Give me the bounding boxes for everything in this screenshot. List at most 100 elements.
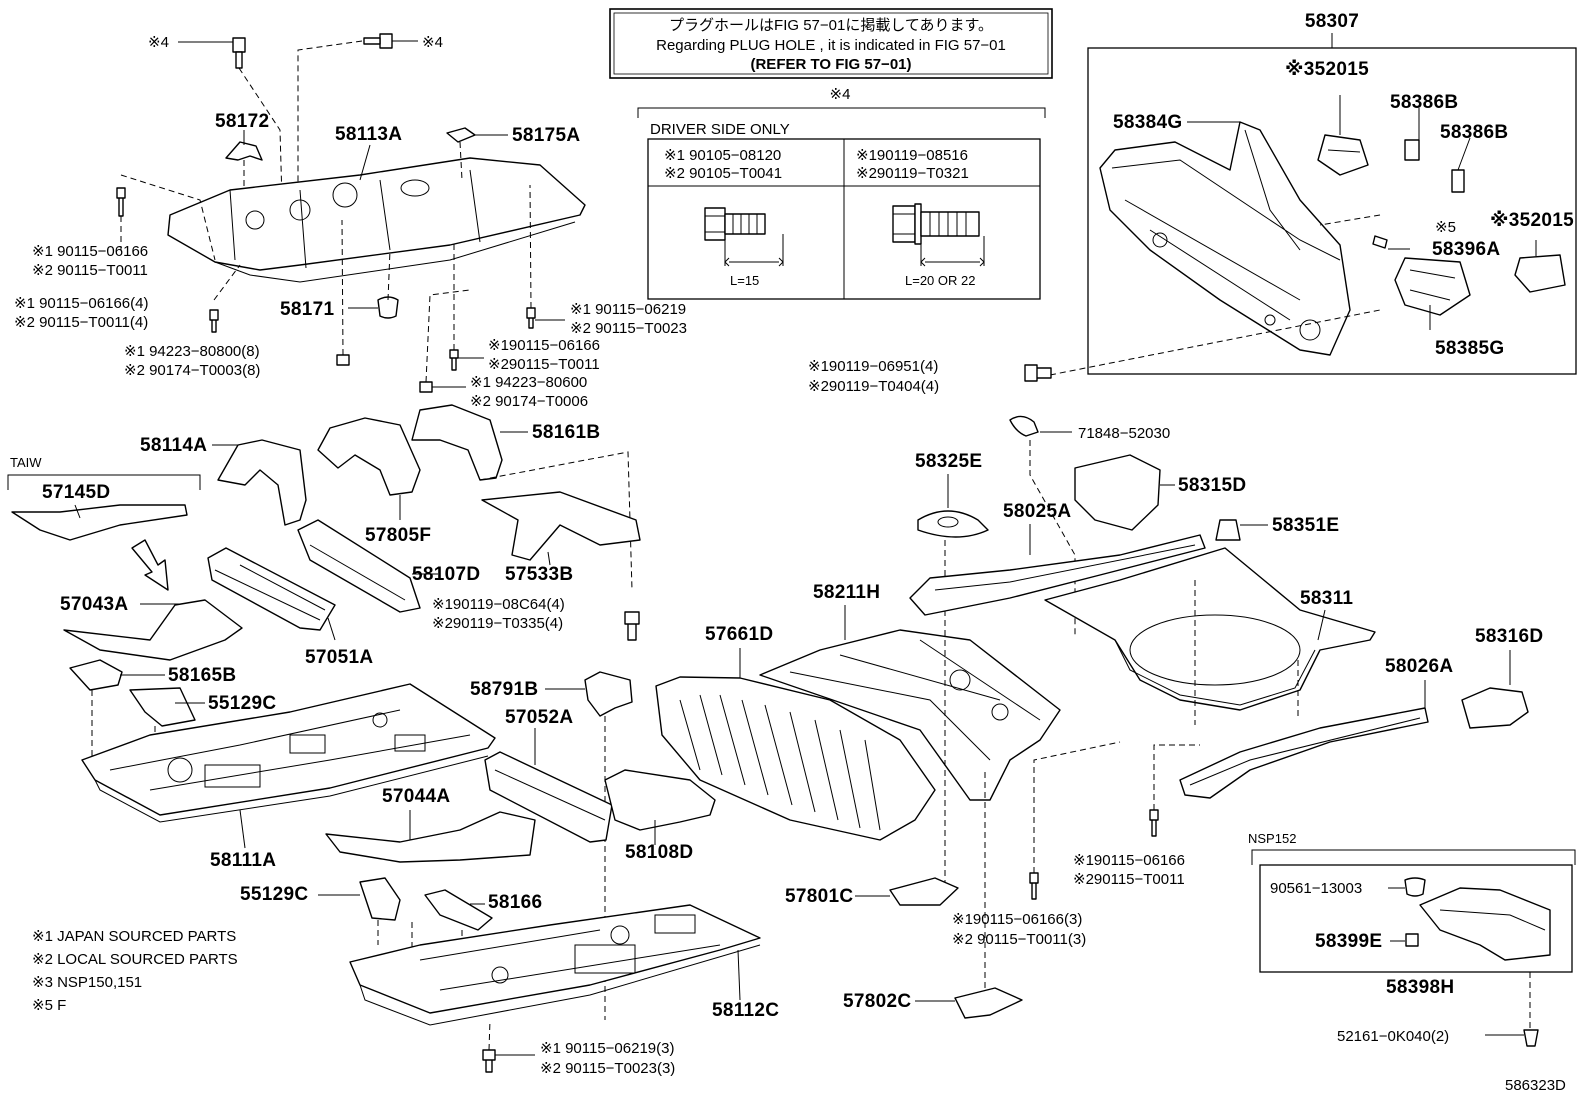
- seal-57533b: [481, 491, 641, 561]
- member-58107d: [297, 519, 421, 613]
- mark-4: ※4: [830, 86, 851, 103]
- driver-left-len: L=15: [730, 273, 759, 288]
- label-52015-b: ※352015: [1490, 210, 1574, 231]
- label-58112c: 58112C: [712, 1000, 779, 1021]
- panel-57043a: [63, 599, 243, 661]
- label-58025a: 58025A: [1003, 501, 1071, 522]
- svg-text:※290119−T0404(4): ※290119−T0404(4): [808, 378, 939, 395]
- svg-text:※1 90115−06166: ※1 90115−06166: [32, 243, 148, 260]
- figure-number: 586323D: [1505, 1077, 1566, 1094]
- svg-text:※1 94223−80600: ※1 94223−80600: [470, 374, 587, 391]
- driver-box-title: DRIVER SIDE ONLY: [650, 121, 790, 138]
- member-58025a: [909, 534, 1206, 616]
- label-58398h: 58398H: [1386, 977, 1454, 998]
- crossmember-57052a: [484, 751, 613, 843]
- svg-text:※190115−06166(3): ※190115−06166(3): [952, 911, 1082, 928]
- label-52161: 52161−0K040(2): [1337, 1028, 1449, 1045]
- legend-item: ※5 F: [32, 997, 66, 1014]
- legend-item: ※3 NSP150,151: [32, 974, 142, 991]
- panel-58211h: [759, 629, 1061, 801]
- label-58171: 58171: [280, 299, 334, 320]
- label-58325e: 58325E: [915, 451, 982, 472]
- bolt-icon: [892, 203, 985, 267]
- bolt-icon: [704, 207, 784, 267]
- pad-58325e: [917, 510, 989, 538]
- label-57533b: 57533B: [505, 564, 573, 585]
- label-57051a: 57051A: [305, 647, 373, 668]
- bracket-58114a: [217, 439, 307, 526]
- label-58108d: 58108D: [625, 842, 693, 863]
- label-58791b: 58791B: [470, 679, 538, 700]
- svg-text:※1 90115−06219: ※1 90115−06219: [570, 301, 686, 318]
- label-57052a: 57052A: [505, 707, 573, 728]
- label-58111a: 58111A: [210, 850, 276, 871]
- label-57145d: 57145D: [42, 482, 110, 503]
- svg-text:※2 90174−T0003(8): ※2 90174−T0003(8): [124, 362, 260, 379]
- label-58211h: 58211H: [813, 582, 880, 603]
- note-ref: (REFER TO FIG 57−01): [750, 56, 911, 73]
- label-58316d: 58316D: [1475, 626, 1543, 647]
- label-57661d: 57661D: [705, 624, 773, 645]
- driver-right-len: L=20 OR 22: [905, 273, 975, 288]
- legend-item: ※2 LOCAL SOURCED PARTS: [32, 951, 238, 968]
- clip-52161: [1523, 1029, 1539, 1047]
- svg-text:※2 90115−T0023(3): ※2 90115−T0023(3): [540, 1060, 675, 1077]
- label-taiw: TAIW: [10, 455, 42, 470]
- label-57044a: 57044A: [382, 786, 450, 807]
- label-57802c: 57802C: [843, 991, 911, 1012]
- svg-text:※290119−T0335(4): ※290119−T0335(4): [432, 615, 563, 632]
- note-jp: プラグホールはFIG 57−01に掲載してあります。: [669, 17, 993, 34]
- grommet-58175a: [446, 127, 476, 143]
- bracket-58316d: [1461, 687, 1529, 729]
- svg-text:※290115−T0011: ※290115−T0011: [488, 356, 600, 373]
- label-58385g: 58385G: [1435, 338, 1504, 359]
- svg-text:※190115−06166: ※190115−06166: [1073, 852, 1185, 869]
- floor-panel-58112c: [349, 904, 761, 1014]
- label-mark-5: ※5: [1435, 219, 1456, 236]
- label-58165b: 58165B: [168, 665, 236, 686]
- panel-57145d: [11, 504, 188, 541]
- bracket-58791b: [584, 671, 633, 717]
- clip-71848: [1009, 415, 1039, 437]
- label-58113a: 58113A: [335, 124, 402, 145]
- driver-left-1: ※1 90105−08120: [664, 147, 781, 164]
- label-58161b: 58161B: [532, 422, 600, 443]
- legend: ※1 JAPAN SOURCED PARTS ※2 LOCAL SOURCED …: [32, 928, 238, 1014]
- bracket-58398h: [1419, 887, 1551, 961]
- rear-panel-box: 58307 ※352015 58386B 58386B 58384G: [1049, 11, 1577, 376]
- plug-hole-note: プラグホールはFIG 57−01に掲載してあります。 Regarding PLU…: [609, 8, 1053, 79]
- label-58107d: 58107D: [412, 564, 480, 585]
- driver-side-box: ※4 DRIVER SIDE ONLY ※1 90105−08120 ※2 90…: [637, 86, 1046, 300]
- driver-right-2: ※290119−T0321: [856, 165, 969, 182]
- arrow-icon: [131, 539, 169, 591]
- svg-text:※190115−06166: ※190115−06166: [488, 337, 600, 354]
- label-58172: 58172: [215, 111, 269, 132]
- plug-58171: [377, 296, 399, 319]
- label-58399e: 58399E: [1315, 931, 1382, 952]
- svg-text:※1 90115−06166(4): ※1 90115−06166(4): [14, 295, 148, 312]
- panel-57044a: [325, 811, 536, 863]
- label-58384g: 58384G: [1113, 112, 1182, 133]
- nsp152-box: NSP152 90561−13003 58399E: [1248, 831, 1576, 973]
- svg-text:※2 90115−T0023: ※2 90115−T0023: [570, 320, 687, 337]
- svg-text:※1 90115−06219(3): ※1 90115−06219(3): [540, 1040, 674, 1057]
- label-57043a: 57043A: [60, 594, 128, 615]
- panel-57661d: [655, 676, 936, 841]
- rear-panel-58384g: [1099, 121, 1351, 356]
- member-58108d: [604, 769, 716, 831]
- svg-text:※2 90115−T0011: ※2 90115−T0011: [32, 262, 148, 279]
- label-57801c: 57801C: [785, 886, 853, 907]
- label-58026a: 58026A: [1385, 656, 1453, 677]
- bracket-55129c-1: [129, 687, 196, 727]
- bracket-58166: [424, 889, 493, 931]
- bracket-58315d: [1074, 454, 1161, 531]
- bracket-57805f: [317, 417, 421, 496]
- driver-right-1: ※190119−08516: [856, 147, 968, 164]
- label-52015-a: ※352015: [1285, 59, 1369, 80]
- member-58026a: [1179, 707, 1429, 799]
- label-mark-4-a: ※4: [148, 34, 169, 51]
- label-58396a: 58396A: [1432, 239, 1500, 260]
- grommet-90561: [1404, 877, 1426, 897]
- label-58114a: 58114A: [140, 435, 207, 456]
